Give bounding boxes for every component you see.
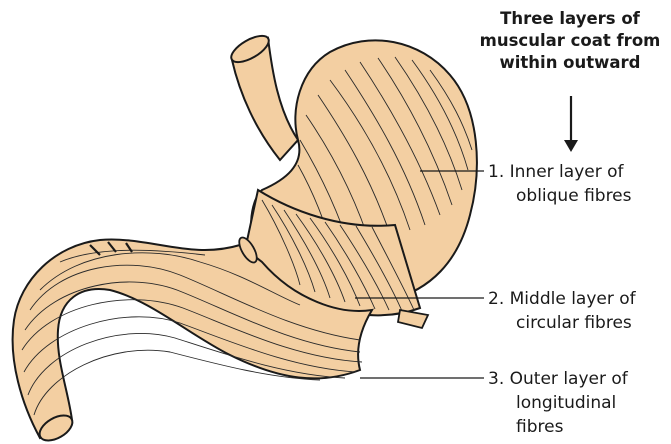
- label-text: Inner layer of: [510, 162, 624, 182]
- label-middle-layer: 2. Middle layer of circular fibres: [488, 287, 636, 335]
- label-text: Outer layer of: [510, 369, 628, 389]
- label-outer-layer: 3. Outer layer of longitudinal fibres: [488, 367, 628, 439]
- label-number: 3.: [488, 367, 504, 391]
- label-text: oblique fibres: [488, 184, 632, 208]
- down-arrow-icon: [564, 96, 578, 152]
- heading-line-2: muscular coat from: [470, 30, 670, 52]
- heading-line-3: within outward: [470, 52, 670, 74]
- heading-line-1: Three layers of: [470, 8, 670, 30]
- label-inner-layer: 1. Inner layer of oblique fibres: [488, 160, 632, 208]
- oesophagus: [227, 31, 298, 160]
- diagram-heading: Three layers of muscular coat from withi…: [470, 8, 670, 74]
- label-text: fibres: [488, 415, 628, 439]
- label-number: 1.: [488, 160, 504, 184]
- label-text: longitudinal: [488, 391, 628, 415]
- label-text: Middle layer of: [510, 289, 636, 309]
- label-number: 2.: [488, 287, 504, 311]
- label-text: circular fibres: [488, 311, 636, 335]
